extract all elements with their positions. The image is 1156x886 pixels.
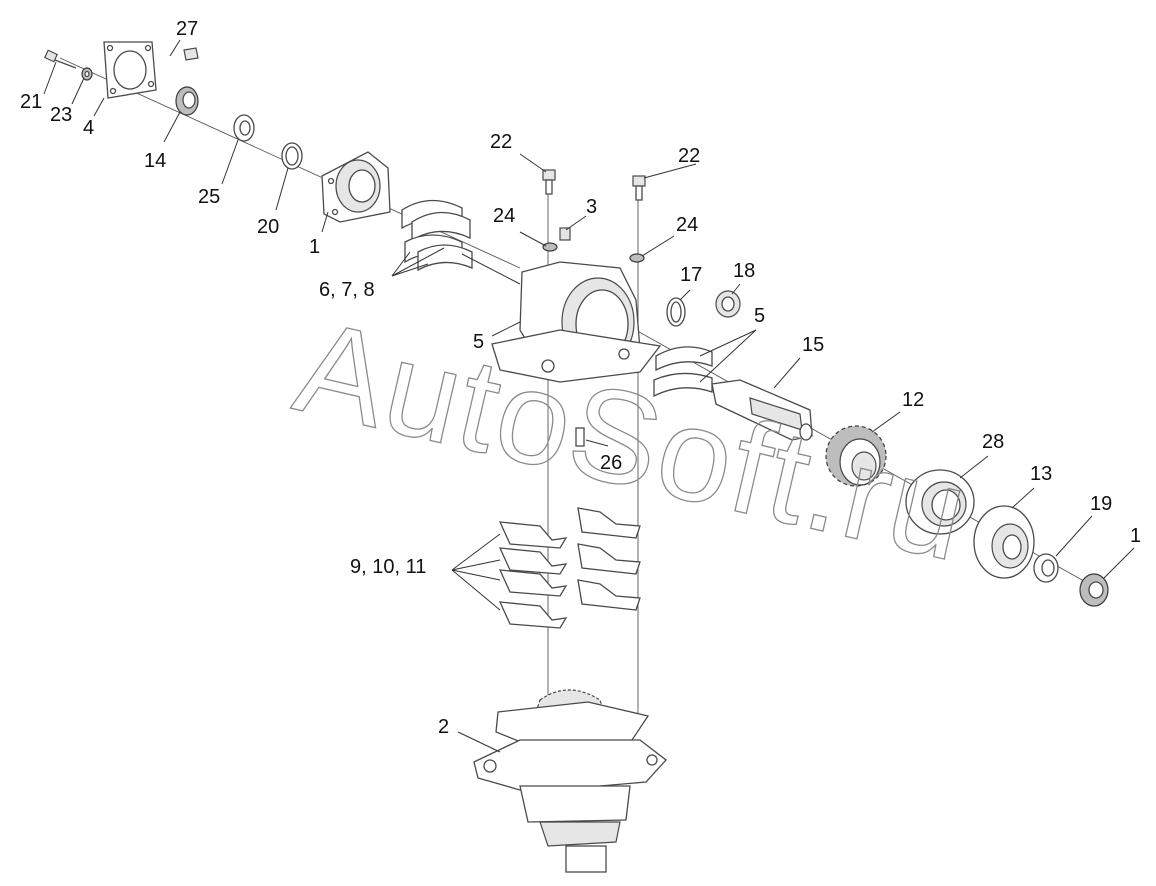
part-27-plug — [183, 47, 199, 61]
callout-15: 15 — [802, 334, 824, 356]
part-1-nut — [1079, 573, 1109, 607]
part-25-lock-washer — [233, 114, 255, 142]
callout-22-right: 22 — [678, 145, 700, 167]
callout-1-upper: 1 — [309, 236, 320, 258]
callout-28: 28 — [982, 431, 1004, 453]
callout-6-7-8: 6, 7, 8 — [319, 279, 375, 301]
part-3-plug — [559, 227, 571, 241]
part-15-shaft — [711, 379, 813, 441]
part-28-bearing — [905, 469, 975, 535]
callout-12: 12 — [902, 389, 924, 411]
part-9-10-11-shim-pack — [498, 507, 641, 629]
part-22-bolt-right — [632, 175, 646, 201]
callout-9-10-11: 9, 10, 11 — [350, 556, 426, 578]
callout-labels: 21 23 4 27 14 25 20 1 6, 7, 8 22 22 3 24… — [20, 18, 1141, 738]
callout-3: 3 — [586, 196, 597, 218]
callout-5-housing: 5 — [473, 331, 484, 353]
callout-2: 2 — [438, 716, 449, 738]
part-18-cap — [715, 290, 741, 318]
callout-18: 18 — [733, 260, 755, 282]
part-5-shims — [653, 346, 713, 398]
callout-19: 19 — [1090, 493, 1112, 515]
callout-4: 4 — [83, 117, 94, 139]
callout-24-right: 24 — [676, 214, 698, 236]
part-2-gearbox-body — [473, 689, 667, 873]
part-26-pin — [575, 427, 585, 447]
callout-20: 20 — [257, 216, 279, 238]
part-14-nut — [175, 86, 199, 116]
callout-5-shims: 5 — [754, 305, 765, 327]
part-21-bolt — [43, 49, 77, 69]
part-19-washer — [1033, 553, 1059, 583]
callout-25: 25 — [198, 186, 220, 208]
part-24-washer-left — [542, 242, 558, 252]
callout-22-left: 22 — [490, 131, 512, 153]
part-22-bolt-left — [542, 169, 556, 195]
part-13-flange — [973, 505, 1035, 579]
callout-1-lower: 1 — [1130, 525, 1141, 547]
part-12-gear — [825, 425, 887, 487]
callout-leaders — [43, 39, 1135, 753]
part-20-ring — [281, 142, 303, 170]
part-5-housing — [491, 261, 662, 383]
callout-23: 23 — [50, 104, 72, 126]
part-1-bearing-cup — [321, 151, 391, 223]
callout-17: 17 — [680, 264, 702, 286]
part-6-7-8-shims — [401, 199, 473, 272]
part-4-gasket — [103, 41, 157, 99]
callout-27: 27 — [176, 18, 198, 40]
part-23-washer — [81, 67, 93, 81]
callout-26: 26 — [600, 452, 622, 474]
callout-21: 21 — [20, 91, 42, 113]
callout-14: 14 — [144, 150, 166, 172]
callout-13: 13 — [1030, 463, 1052, 485]
part-24-washer-right — [629, 253, 645, 263]
callout-24-left: 24 — [493, 205, 515, 227]
part-17-ring — [666, 297, 686, 327]
